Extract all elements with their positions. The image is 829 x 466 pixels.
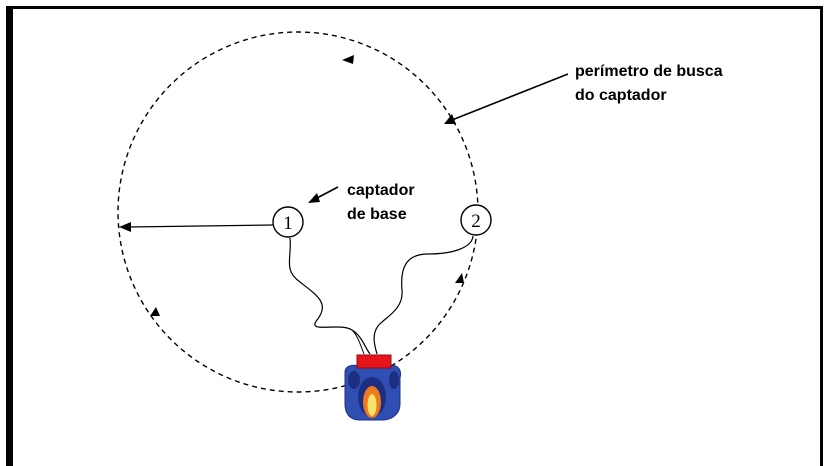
perimeter-label-line1: perímetro de busca (575, 63, 723, 80)
perimeter-label-line2: do captador (575, 87, 667, 104)
pickup-2-number: 2 (471, 211, 481, 232)
base-label-line1: captador (347, 182, 415, 199)
frame-border-top (6, 6, 823, 9)
perimeter-arrow-top (342, 55, 354, 64)
perimeter-pointer-line (451, 73, 569, 121)
cable-1 (288, 237, 371, 355)
base-pointer-line (316, 186, 339, 199)
cable-1b (351, 329, 365, 355)
radius-arrowhead (119, 222, 131, 232)
base-pointer-arrowhead (308, 193, 320, 203)
cable-2 (373, 235, 474, 355)
radius-line (127, 224, 274, 228)
perimeter-arrow-left (150, 307, 160, 316)
pickup-1-number: 1 (283, 213, 293, 234)
pickup-2: 2 (460, 204, 492, 236)
pickup-1: 1 (272, 206, 304, 238)
frame-border-left (6, 6, 13, 466)
perimeter-pointer-arrowhead (444, 114, 456, 124)
perimeter-arrow-right (455, 273, 464, 283)
base-label-line2: de base (347, 206, 407, 223)
frame-border-right (820, 6, 823, 466)
detector-device (344, 354, 401, 421)
